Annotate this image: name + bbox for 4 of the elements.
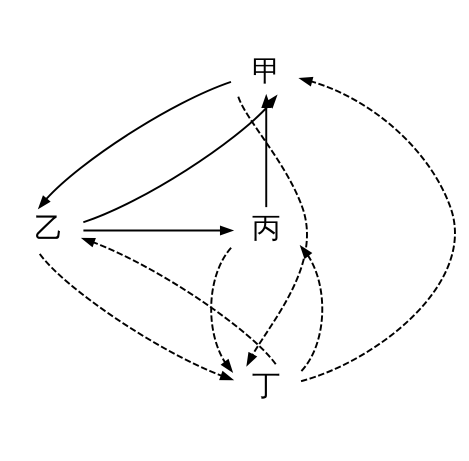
node-text: 丙 [252, 212, 280, 245]
node-text: 甲 [252, 54, 280, 88]
node-text: 乙 [34, 212, 63, 245]
node-text: 丁 [252, 368, 280, 402]
